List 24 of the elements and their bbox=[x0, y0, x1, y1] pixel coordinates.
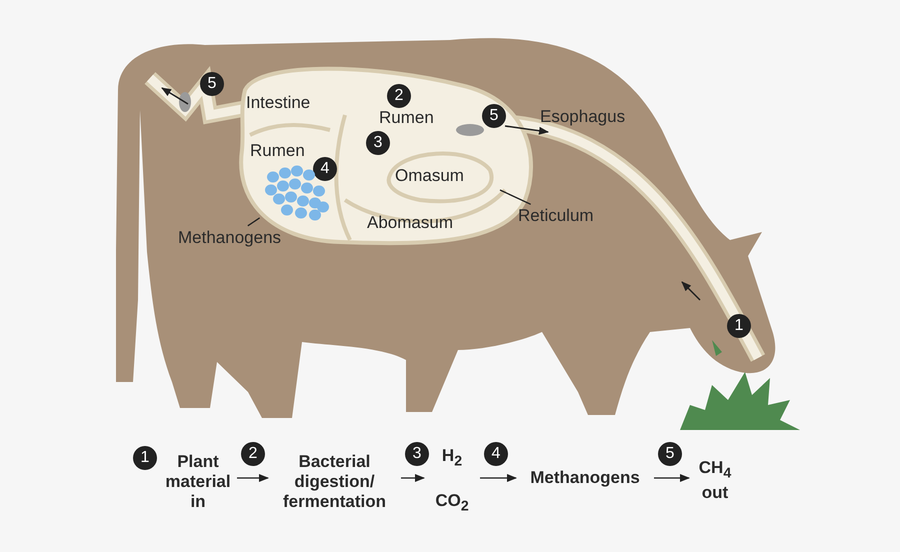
arrow bbox=[480, 474, 517, 482]
step-text: Bacterial digestion/ fermentation bbox=[272, 452, 397, 512]
callout-number: 5 bbox=[658, 442, 682, 466]
part-label: Reticulum bbox=[518, 206, 594, 226]
part-label: Abomasum bbox=[367, 213, 453, 233]
step-text: Methanogens bbox=[520, 468, 650, 488]
callout-number: 3 bbox=[404, 442, 429, 466]
part-label: Rumen bbox=[379, 108, 434, 128]
leader-line bbox=[247, 217, 260, 226]
callout-number: 4 bbox=[484, 442, 508, 466]
part-label: Omasum bbox=[395, 166, 464, 186]
arrow bbox=[401, 474, 425, 482]
part-label: Esophagus bbox=[540, 107, 626, 127]
step-text: CH$_{4}$ out bbox=[693, 458, 737, 504]
arrow bbox=[654, 474, 690, 482]
formula-text: CO$_{2}$ bbox=[434, 491, 470, 517]
formula-text: H$_{2}$ bbox=[440, 446, 464, 472]
callout-number: 2 bbox=[240, 442, 265, 466]
step-text: Plant material in bbox=[163, 452, 233, 512]
part-label: Intestine bbox=[246, 93, 310, 113]
part-label: Methanogens bbox=[178, 228, 282, 248]
callout-number: 1 bbox=[133, 446, 157, 470]
part-label: Rumen bbox=[250, 141, 305, 161]
arrow bbox=[237, 474, 269, 482]
